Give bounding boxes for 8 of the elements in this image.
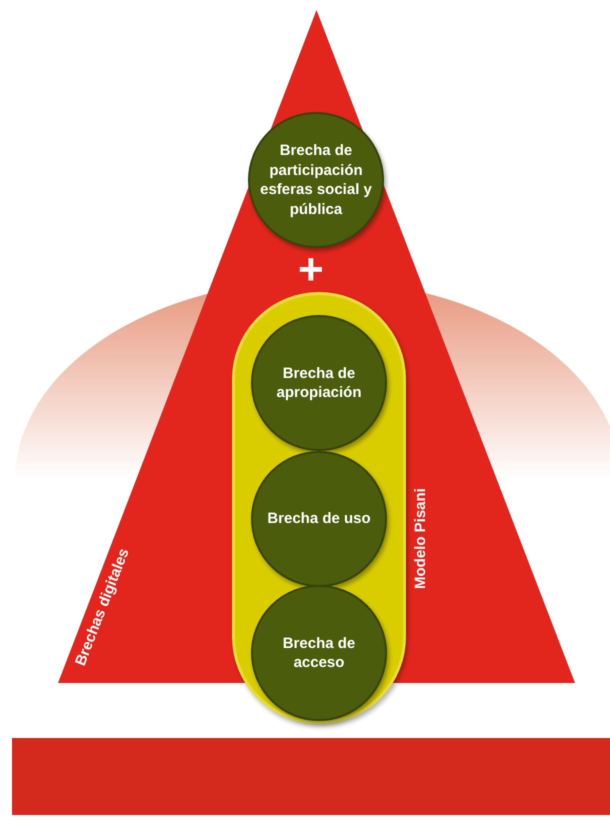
node-label: Brecha de uso [266, 509, 372, 529]
plus-sign: + [298, 250, 324, 290]
node-label: Brecha de apropiación [275, 364, 362, 402]
circle-node [251, 585, 387, 721]
node-label: Brecha de participación esferas social y pública [259, 141, 373, 219]
rotated-label: Modelo Pisani [412, 488, 429, 589]
node-label: Brecha de acceso [282, 634, 356, 672]
circle-node [251, 315, 387, 451]
